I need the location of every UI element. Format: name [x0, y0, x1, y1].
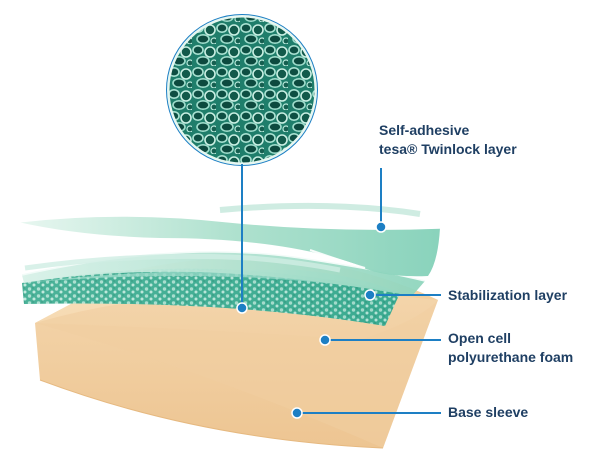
base-leader [291, 407, 441, 419]
base-sleeve-label: Base sleeve [448, 403, 528, 422]
foam-label: Open cell polyurethane foam [448, 329, 573, 367]
twinlock-label-line2: tesa® Twinlock layer [379, 141, 517, 157]
twinlock-label: Self-adhesive tesa® Twinlock layer [379, 121, 517, 159]
foam-leader [319, 334, 441, 346]
foam-label-line2: polyurethane foam [448, 349, 574, 365]
stabilization-label: Stabilization layer [448, 286, 567, 305]
stabilization-label-text: Stabilization layer [448, 287, 568, 303]
foam-magnifier [166, 14, 318, 166]
stabilization-leader [364, 289, 441, 301]
foam-label-line1: Open cell [448, 330, 512, 346]
magnifier-leader [236, 164, 248, 314]
twinlock-layer [17, 202, 441, 277]
base-sleeve-label-text: Base sleeve [448, 404, 529, 420]
twinlock-label-line1: Self-adhesive [379, 122, 470, 138]
twinlock-leader [375, 168, 387, 233]
